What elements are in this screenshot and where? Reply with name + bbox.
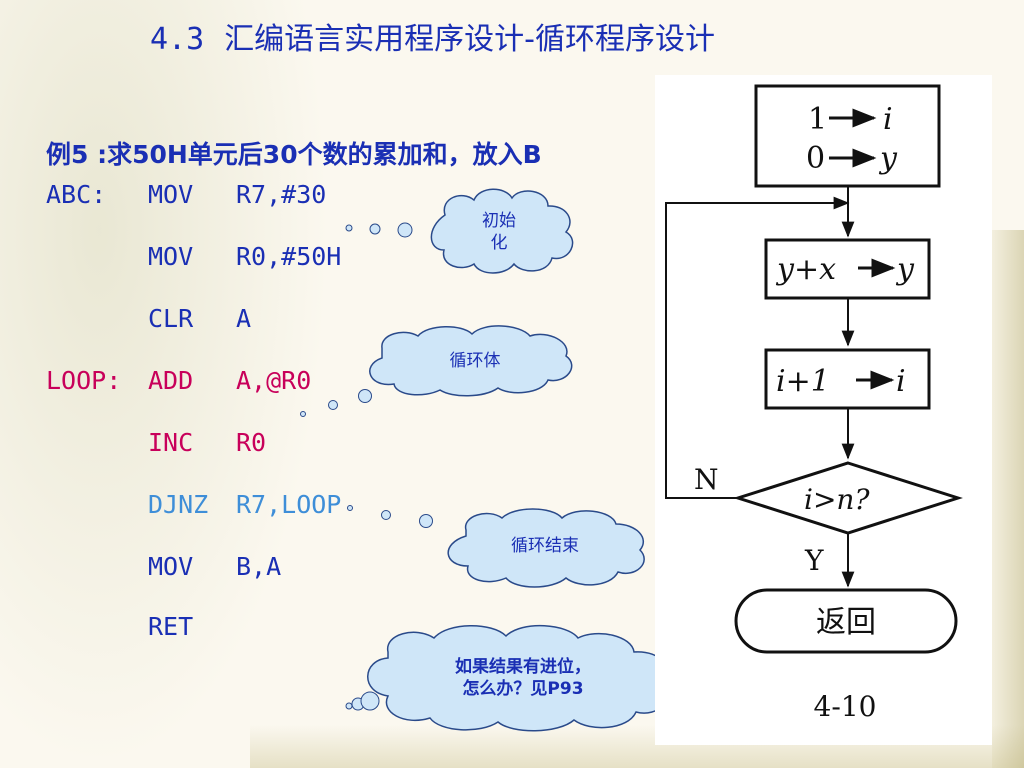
code-op-7: MOV bbox=[148, 552, 194, 581]
init-var-i: i bbox=[883, 102, 893, 137]
code-args-7: B,A bbox=[236, 552, 282, 581]
bubble-dot bbox=[369, 223, 381, 235]
cloud-init-line1: 初始 bbox=[482, 211, 516, 231]
flowchart-sum-box bbox=[764, 238, 931, 300]
code-args-6: R7,LOOP bbox=[236, 490, 342, 519]
slide-title: 4.3 汇编语言实用程序设计-循环程序设计 bbox=[150, 14, 715, 58]
cloud-carry-line2: 怎么办？见P93 bbox=[462, 679, 584, 699]
bubble-dot bbox=[397, 222, 413, 238]
code-op-4: ADD bbox=[148, 366, 194, 395]
flowchart-return-terminator bbox=[734, 588, 958, 654]
code-label-abc: ABC: bbox=[46, 180, 107, 209]
cloud-loop-end bbox=[447, 508, 645, 588]
return-label: 返回 bbox=[816, 605, 876, 640]
cloud-end-text: 循环结束 bbox=[511, 536, 579, 556]
loop-back-arrow-icon bbox=[665, 196, 850, 499]
example-statement: 例5 :求50H单元后30个数的累加和，放入B bbox=[46, 140, 542, 169]
init-value-1: 1 bbox=[808, 102, 827, 137]
bubble-dot bbox=[419, 514, 433, 528]
bubble-dot bbox=[381, 510, 391, 520]
code-op-3: CLR bbox=[148, 304, 194, 333]
code-op-6: DJNZ bbox=[148, 490, 209, 519]
code-args-4: A,@R0 bbox=[236, 366, 312, 395]
section-number: 4.3 bbox=[150, 22, 205, 57]
bubble-dot bbox=[300, 411, 306, 417]
no-branch-label: N bbox=[694, 463, 719, 496]
sum-target: y bbox=[895, 252, 915, 287]
cloud-init-text: 初始 化 bbox=[466, 210, 532, 254]
init-var-y: y bbox=[878, 141, 898, 176]
figure-number: 4-10 bbox=[814, 690, 877, 723]
bubble-dot bbox=[358, 389, 372, 403]
increment-expression: i+1 bbox=[776, 364, 830, 399]
code-op-5: INC bbox=[148, 428, 194, 457]
flowchart-init-box bbox=[754, 84, 941, 188]
bubble-dot bbox=[347, 505, 353, 511]
bubble-dot bbox=[360, 691, 380, 711]
title-text: 汇编语言实用程序设计-循环程序设计 bbox=[224, 22, 716, 57]
cloud-carry-line1: 如果结果有进位， bbox=[455, 657, 591, 677]
code-op-8: RET bbox=[148, 612, 194, 641]
code-args-5: R0 bbox=[236, 428, 267, 457]
yes-branch-label: Y bbox=[804, 544, 824, 577]
background-decoration-left bbox=[0, 0, 330, 768]
decision-condition: i>n? bbox=[804, 483, 870, 516]
bubble-dot bbox=[328, 400, 338, 410]
sum-expression: y+x bbox=[775, 252, 836, 287]
cloud-init bbox=[430, 188, 574, 274]
code-args-1: R7,#30 bbox=[236, 180, 327, 209]
cloud-carry-text: 如果结果有进位， 怎么办？见P93 bbox=[418, 656, 628, 700]
cloud-loop-body bbox=[369, 325, 573, 397]
code-args-3: A bbox=[236, 304, 252, 333]
init-value-0: 0 bbox=[806, 141, 825, 176]
cloud-init-line2: 化 bbox=[490, 233, 508, 253]
code-label-loop: LOOP: bbox=[46, 366, 122, 395]
code-op-2: MOV bbox=[148, 242, 194, 271]
code-op-1: MOV bbox=[148, 180, 194, 209]
cloud-body-text: 循环体 bbox=[449, 351, 501, 371]
increment-target: i bbox=[896, 364, 906, 399]
code-args-2: R0,#50H bbox=[236, 242, 342, 271]
bubble-dot bbox=[345, 224, 353, 232]
background-decoration-right bbox=[992, 230, 1024, 768]
